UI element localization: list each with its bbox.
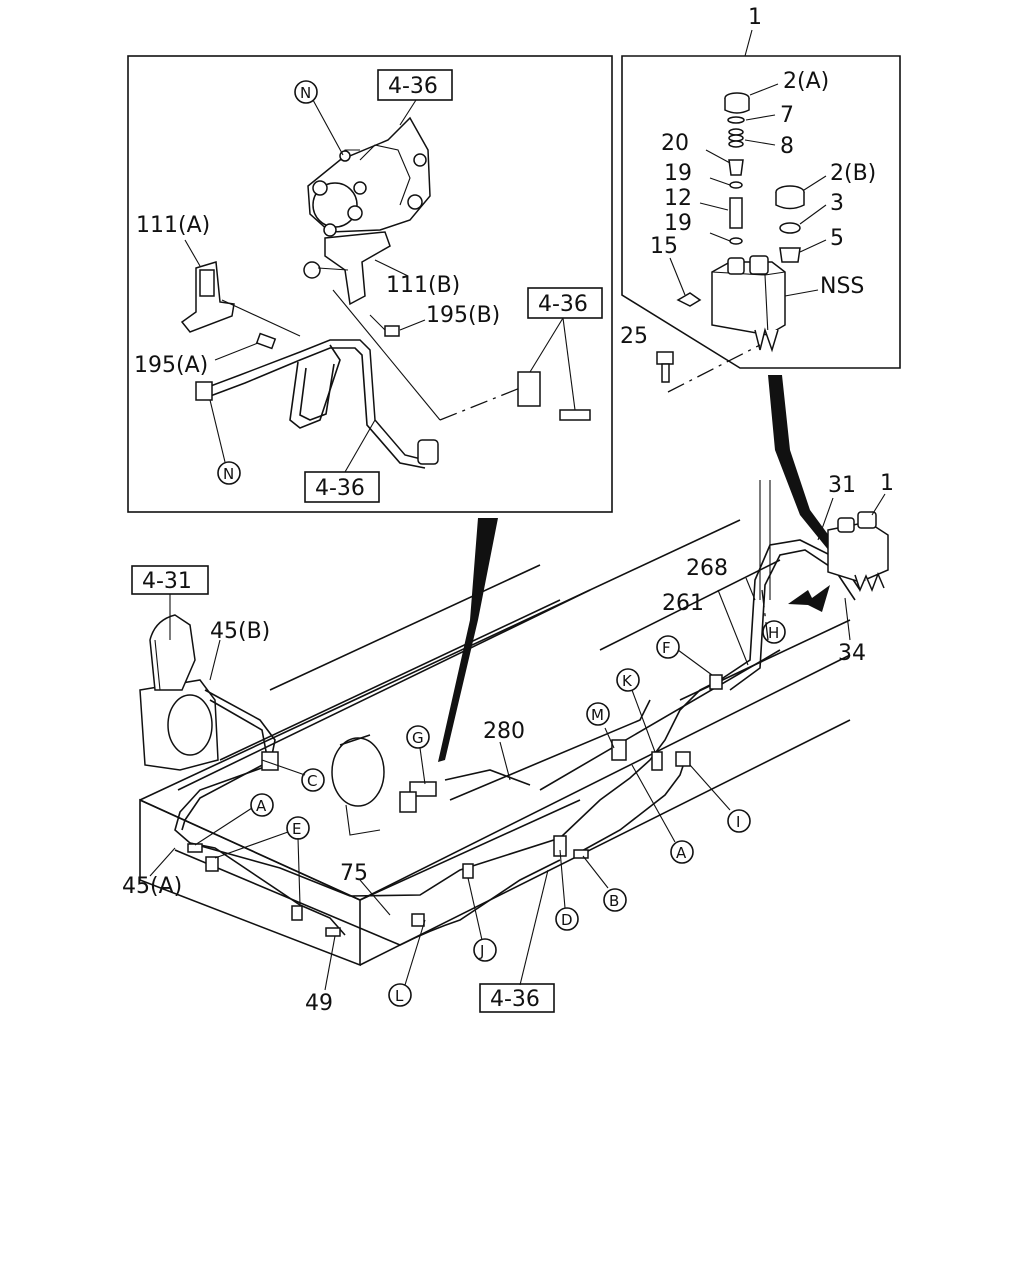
leader-left-inset — [438, 518, 498, 762]
label-nss: NSS — [820, 274, 864, 299]
label-5: 5 — [830, 226, 844, 251]
circle-j: J — [479, 942, 484, 960]
label-15: 15 — [650, 234, 678, 259]
label-49: 49 — [305, 991, 333, 1016]
ref-box-right — [527, 287, 603, 319]
assembly-number: 1 — [748, 5, 762, 30]
label-2b: 2(B) — [830, 161, 876, 186]
circle-a-right: A — [676, 844, 687, 862]
circle-l: L — [395, 987, 404, 1005]
circle-c: C — [307, 772, 317, 790]
circle-a-left: A — [256, 797, 267, 815]
label-111a: 111(A) — [136, 213, 210, 238]
circle-n-bottom: N — [223, 465, 234, 483]
chassis-assembly: 4-31 — [122, 471, 894, 1016]
label-12: 12 — [664, 186, 692, 211]
circle-k: K — [622, 672, 633, 690]
circle-f: F — [662, 639, 671, 657]
cap-2b — [775, 185, 805, 210]
label-280: 280 — [483, 719, 525, 744]
bolt-195a — [214, 332, 277, 361]
label-261: 261 — [662, 591, 704, 616]
label-34: 34 — [838, 641, 866, 666]
circle-b: B — [609, 892, 619, 910]
label-19-bottom: 19 — [664, 211, 692, 236]
bracket-111a — [180, 261, 235, 333]
label-3: 3 — [830, 191, 844, 216]
part-20 — [728, 159, 744, 176]
spring-8 — [728, 128, 744, 148]
circle-d: D — [561, 911, 573, 929]
leader-right-inset — [768, 375, 838, 552]
label-31: 31 — [828, 473, 856, 498]
label-111b: 111(B) — [386, 273, 460, 298]
ref-box-top — [377, 69, 453, 101]
circle-n-top: N — [300, 84, 311, 102]
cap-2a — [724, 92, 750, 114]
circle-i: I — [736, 813, 740, 831]
label-20: 20 — [661, 131, 689, 156]
filter-12 — [729, 197, 743, 229]
label-1: 1 — [880, 471, 894, 496]
bolt-195b — [369, 314, 426, 337]
circle-h: H — [768, 624, 779, 642]
label-45b: 45(B) — [210, 619, 270, 644]
bracket-111b — [324, 231, 391, 306]
ref-bottom: 4-36 — [315, 476, 365, 501]
ref-4-36-main: 4-36 — [490, 987, 540, 1012]
inset-right-frame — [621, 55, 901, 369]
seal-7 — [727, 116, 745, 124]
label-25: 25 — [620, 324, 648, 349]
ref-box-bottom — [304, 471, 380, 503]
label-75: 75 — [340, 861, 368, 886]
ref-right: 4-36 — [538, 292, 588, 317]
label-195b: 195(B) — [426, 303, 500, 328]
ref-box-4-36-main — [479, 983, 555, 1013]
bolt-25 — [656, 351, 674, 383]
clip-15 — [676, 292, 702, 307]
power-steering-pump — [307, 116, 431, 237]
steering-gearbox — [139, 614, 219, 771]
circle-e: E — [292, 820, 301, 838]
circle-m: M — [591, 706, 604, 724]
label-8: 8 — [780, 134, 794, 159]
label-19-top: 19 — [664, 161, 692, 186]
inset-left-frame — [127, 55, 613, 513]
direction-arrow — [788, 585, 830, 612]
round-component — [331, 734, 385, 836]
label-268: 268 — [686, 556, 728, 581]
inset-pump-mounting: 4-36 4-36 4-36 111(A) 111(B) 195(B) 195(… — [127, 55, 613, 513]
circle-g: G — [412, 729, 424, 747]
ref-top: 4-36 — [388, 74, 438, 99]
label-195a: 195(A) — [134, 353, 208, 378]
hose-clamp — [439, 317, 591, 421]
pressure-hose — [195, 339, 439, 469]
reservoir-installed — [827, 511, 889, 593]
label-45a: 45(A) — [122, 874, 182, 899]
inset-reservoir-exploded: 1 — [620, 5, 901, 393]
label-7: 7 — [780, 103, 794, 128]
reservoir-tank — [711, 255, 786, 353]
ref-4-31: 4-31 — [142, 569, 192, 594]
label-2a: 2(A) — [783, 69, 829, 94]
